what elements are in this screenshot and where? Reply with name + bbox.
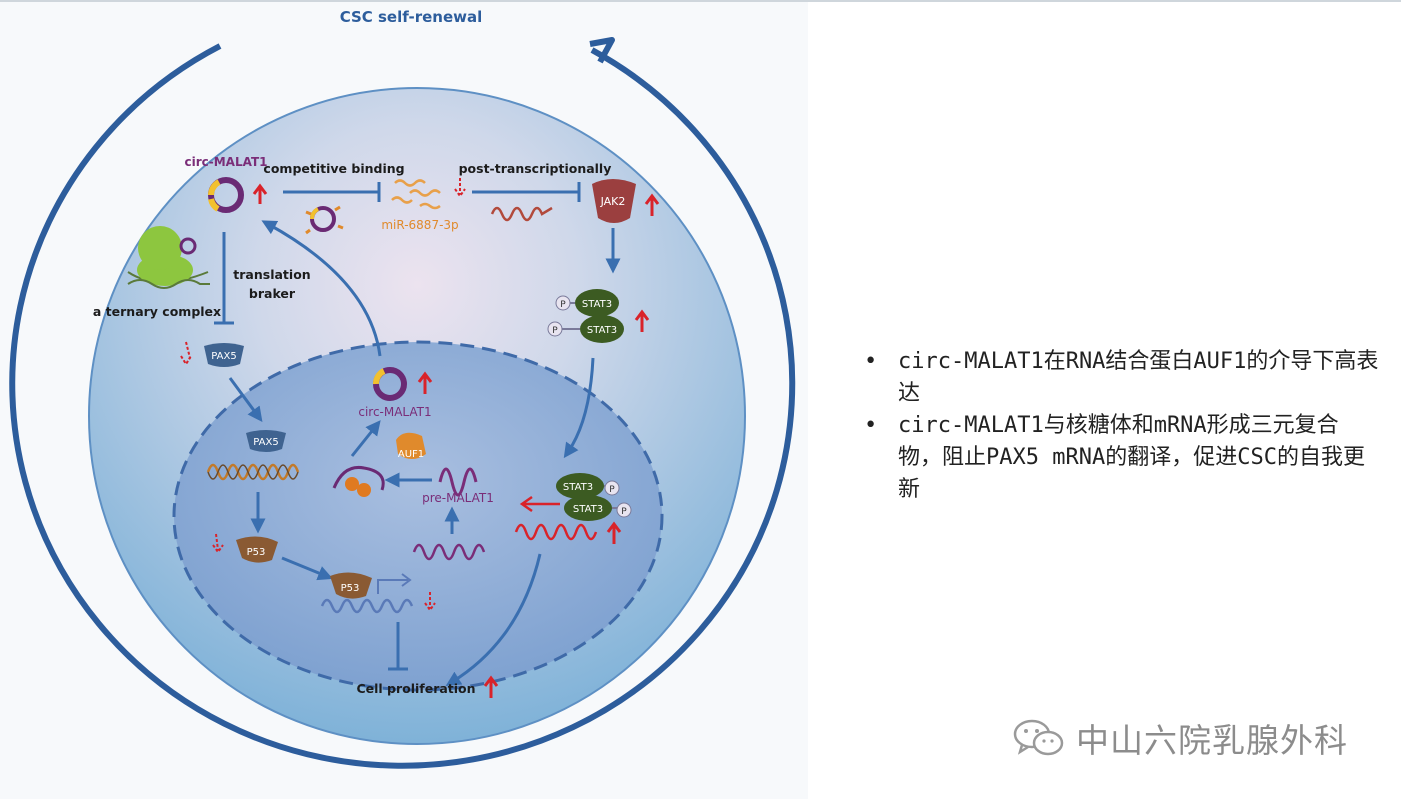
dna-helix-icon [514, 523, 598, 541]
circ-malat1-label-nucleus: circ-MALAT1 [358, 405, 431, 419]
phospho-label: P [621, 507, 627, 517]
jak2-protein-icon [592, 179, 636, 223]
pre-malat1-rna-icon [438, 467, 478, 497]
pax5-protein-icon [204, 343, 244, 367]
self-renewal-cycle-arrow [9, 37, 796, 769]
up-arrow-icon [644, 193, 660, 216]
bullet-dot-icon: • [864, 413, 878, 438]
cell-proliferation-label: Cell proliferation [356, 681, 475, 696]
mirna-squiggles-icon [391, 179, 441, 210]
p53-label: P53 [247, 547, 266, 558]
phospho-label: P [552, 326, 558, 336]
pax5-label: PAX5 [211, 351, 236, 362]
bullet-item: •circ-MALAT1与核糖体和mRNA形成三元复合物，阻止PAX5 mRNA… [862, 410, 1382, 506]
pax5-protein-icon [246, 430, 286, 452]
competitive-binding-label: competitive binding [263, 161, 404, 176]
p53-protein-icon [236, 536, 278, 563]
stat3-label: STAT3 [573, 504, 603, 515]
down-arrow-icon [424, 592, 436, 612]
auf1-label: AUF1 [398, 449, 424, 460]
stat3-dimer-nucleus-icon [556, 473, 632, 521]
p53-label: P53 [341, 583, 360, 594]
up-arrow-icon [417, 371, 433, 394]
watermark: 中山六院乳腺外科 [1012, 716, 1348, 760]
stat3-label: STAT3 [563, 482, 593, 493]
dna-helix-icon [206, 463, 300, 481]
diagram-title: CSC self-renewal [340, 8, 483, 26]
down-arrow-icon [180, 341, 192, 366]
back-splicing-complex-icon [332, 465, 385, 497]
bullet-dot-icon: • [864, 349, 878, 374]
dna-helix-icon [412, 543, 486, 561]
up-arrow-icon [252, 183, 268, 204]
stat3-dimer-icon [547, 289, 624, 343]
circ-malat1-ring-icon [208, 177, 244, 213]
jak2-mrna-icon [490, 206, 553, 222]
top-divider [0, 0, 1401, 2]
ternary-complex-label: a ternary complex [93, 304, 221, 319]
auf1-protein-icon [396, 432, 426, 459]
bullet-item: •circ-MALAT1在RNA结合蛋白AUF1的介导下高表达 [862, 346, 1382, 410]
nucleus [172, 340, 664, 692]
circ-malat1-label-cytoplasm: circ-MALAT1 [184, 155, 267, 169]
transcription-arrow-icon [519, 495, 560, 513]
stat3-label: STAT3 [582, 299, 612, 310]
down-arrow-icon [212, 533, 224, 554]
up-arrow-icon [606, 521, 622, 544]
translation-label: translation [233, 267, 310, 282]
stat3-label: STAT3 [587, 325, 617, 336]
p53-protein-icon [330, 572, 372, 599]
wechat-icon [1013, 719, 1064, 756]
summary-bullet-list: •circ-MALAT1在RNA结合蛋白AUF1的介导下高表达 •circ-MA… [862, 346, 1382, 506]
jak2-label: JAK2 [600, 195, 626, 208]
phospho-label: P [560, 300, 566, 310]
circ-malat1-sponge-icon [305, 205, 344, 235]
down-arrow-icon [454, 178, 466, 198]
dna-helix-icon [320, 598, 414, 614]
circ-malat1-ring-icon [373, 367, 407, 401]
csc-self-renewal-diagram: CSC self-renewal circ-MALAT1 competitive… [9, 8, 796, 769]
braker-label: braker [249, 286, 296, 301]
pax5-label: PAX5 [253, 437, 278, 448]
watermark-text: 中山六院乳腺外科 [1076, 721, 1348, 760]
up-arrow-icon [634, 309, 650, 332]
up-arrow-icon [483, 675, 499, 698]
ternary-complex-icon [127, 226, 210, 289]
post-transcriptionally-label: post-transcriptionally [459, 161, 612, 176]
mir-6887-3p-label: miR-6887-3p [381, 218, 458, 232]
pre-malat1-label: pre-MALAT1 [422, 491, 494, 505]
phospho-label: P [609, 485, 615, 495]
